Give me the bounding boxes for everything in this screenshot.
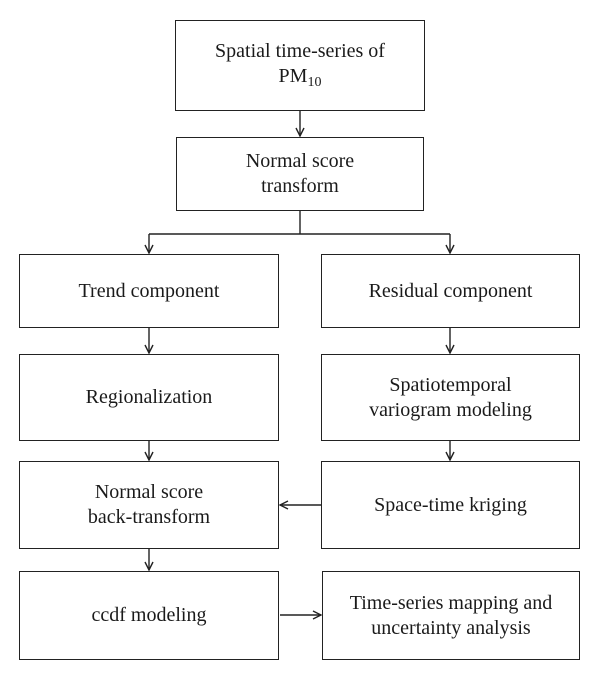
node-spatial-time-series: Spatial time-series of PM10 [175,20,425,111]
node-regional-line1: Regionalization [85,386,213,408]
node-nst-line1: Normal score [245,150,355,172]
node-residual-line1: Residual component [368,279,533,302]
node-regionalization: Regionalization [19,354,279,441]
node-mapping-line2: uncertainty analysis [371,616,531,639]
node-trend-line1: Trend component [78,279,220,302]
node-residual-component: Residual component [321,254,580,328]
node-variogram-line1: Spatiotemporal [389,373,512,396]
pm-subscript: 10 [307,75,322,91]
node-normal-score-transform: Normal score transform [176,137,424,211]
node-nst-line2: transform [261,175,339,197]
node-trend-component: Trend component [19,254,279,328]
pm-label: PM [278,65,308,88]
node-kriging-line1: Space-time kriging [374,493,527,516]
node-space-time-kriging: Space-time kriging [321,461,580,549]
node-source-line2: PM10 [279,64,322,92]
node-backtrans-line2: back-transform [87,506,211,528]
node-ccdf-line1: ccdf modeling [91,604,207,626]
node-ccdf-modeling: ccdf modeling [19,571,279,660]
node-backtrans-line1: Normal score [94,481,204,503]
node-variogram-line2: variogram modeling [369,398,532,421]
node-mapping-line1: Time-series mapping and [349,591,553,614]
node-time-series-mapping: Time-series mapping and uncertainty anal… [322,571,580,660]
node-source-line1: Spatial time-series of [215,40,385,63]
node-variogram-modeling: Spatiotemporal variogram modeling [321,354,580,441]
node-normal-score-back-transform: Normal score back-transform [19,461,279,549]
